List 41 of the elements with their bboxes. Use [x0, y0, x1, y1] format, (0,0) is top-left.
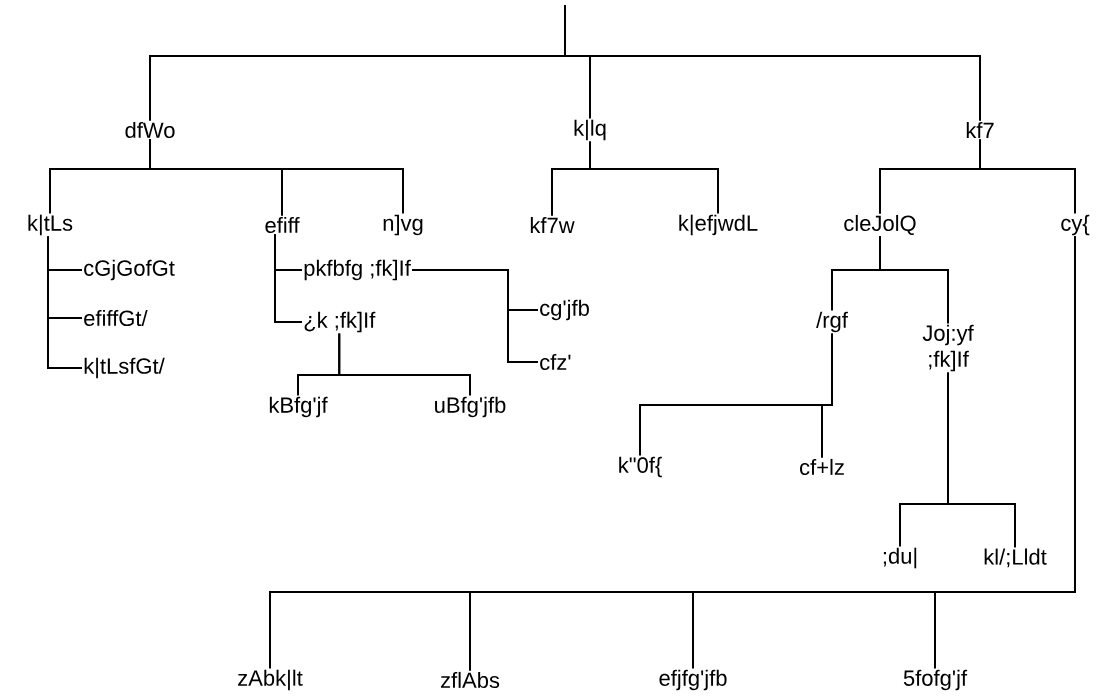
node-label: 5fofg'jf	[903, 669, 968, 691]
node-label: zflAbs	[440, 671, 500, 689]
node-label: n]vg	[383, 214, 423, 236]
node-label: cy{	[1061, 214, 1090, 236]
node-label: cf+lz	[800, 458, 844, 476]
connector-line	[149, 138, 404, 215]
node-label: efjfg'jfb	[659, 669, 727, 691]
node-label: dfWo	[125, 121, 175, 139]
connector-line	[589, 140, 719, 215]
node-label: cGjGofGt	[84, 259, 175, 281]
node-label: kl/;Lldt	[984, 548, 1047, 568]
node-label: uBfg'jfb	[435, 396, 506, 418]
node-label: pkfbfg ;fk]If	[304, 259, 411, 281]
node-label: cg'jfb	[540, 299, 589, 321]
connector-line	[934, 235, 1076, 670]
node-label: efiffGt/	[84, 309, 148, 327]
node-label: efiff	[265, 216, 300, 234]
node-label: k|tLsfGt/	[84, 357, 165, 379]
node-label: kf7w	[530, 217, 575, 233]
node-label: k|lq	[574, 119, 606, 141]
connector-line	[879, 235, 949, 325]
node-label: kf7	[966, 122, 994, 138]
node-label: k"0f{	[619, 456, 662, 478]
connector-line	[947, 371, 1016, 549]
node-label: Joj:yf ;fk]If	[922, 324, 974, 372]
connector-line	[47, 235, 83, 369]
node-label: ;du|	[883, 547, 917, 569]
node-label: ¿k ;fk]If	[304, 311, 376, 333]
connector-line	[564, 4, 981, 122]
connector-line	[411, 269, 539, 363]
node-label: cfz'	[540, 353, 571, 371]
node-label: k|tLs	[28, 214, 73, 236]
connector-line	[979, 138, 1076, 215]
node-label: cleJolQ	[844, 214, 916, 236]
node-label: zAbk|lt	[238, 669, 303, 691]
node-label: k|efjwdL	[679, 214, 758, 236]
connector-line	[338, 332, 471, 397]
connector-line	[821, 332, 833, 459]
connector-line	[274, 233, 303, 323]
node-label: /rgf	[816, 311, 848, 333]
node-label: kBfg'jf	[269, 396, 328, 418]
